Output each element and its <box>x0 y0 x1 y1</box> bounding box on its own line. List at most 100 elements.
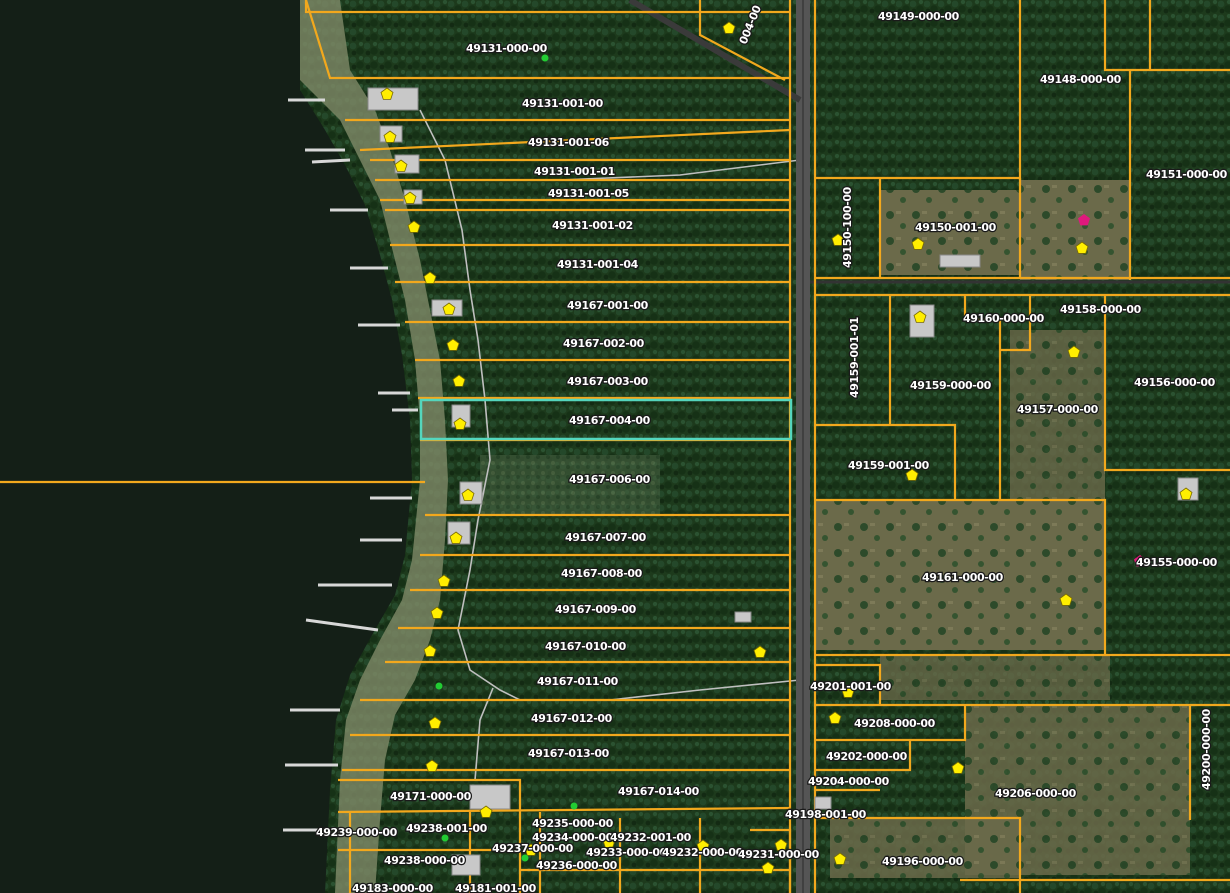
parcel-label: 49167-012-00 <box>531 712 613 725</box>
parcel-label: 49196-000-00 <box>882 855 964 868</box>
parcel-label: 49159-001-00 <box>848 459 930 472</box>
local-road <box>474 687 494 781</box>
building-marker-icon <box>911 237 925 250</box>
parcel-label: 49171-000-00 <box>390 790 472 803</box>
building-marker-icon <box>524 843 538 856</box>
building-marker-icon <box>449 531 463 544</box>
parcel-labels: 49131-000-00 49131-001-00 49131-001-06 4… <box>315 2 1230 893</box>
highlighted-parcel[interactable] <box>419 398 793 441</box>
parcel-label: 49204-000-00 <box>808 775 890 788</box>
parcel-label: 49131-001-02 <box>552 219 633 232</box>
building-marker-icon <box>403 191 417 204</box>
tree-marker-icon <box>441 834 449 842</box>
parcel-label: 49167-004-00 <box>569 414 651 427</box>
building-marker-icon <box>407 220 421 233</box>
parcel-label: 49231-000-00 <box>738 848 820 861</box>
building-marker-icon <box>479 805 493 818</box>
building-marker-icon <box>423 271 437 284</box>
tree-markers <box>435 54 578 862</box>
parcel-label: 49131-001-04 <box>557 258 639 271</box>
building-marker-icon <box>425 759 439 772</box>
parcel-label: 49155-000-00 <box>1136 556 1218 569</box>
building-marker-icon <box>722 21 736 34</box>
building-marker-icon <box>774 838 788 851</box>
parcel-label: 49198-001-00 <box>785 808 867 821</box>
building-marker-icon <box>753 645 767 658</box>
diagonal-road <box>628 0 802 103</box>
parcel-label: 49237-000-00 <box>492 842 574 855</box>
building-marker-icon <box>913 310 927 323</box>
building-marker-icon <box>423 644 437 657</box>
field-area <box>880 655 1110 700</box>
tree-marker-icon <box>435 682 443 690</box>
building-marker-icon <box>761 861 775 874</box>
parcel-label: 49131-001-05 <box>548 187 629 200</box>
parcel-label: 49167-014-00 <box>618 785 700 798</box>
parcel-label: 49200-000-00 <box>1200 708 1213 790</box>
parcel-label: 49208-000-00 <box>854 717 936 730</box>
docks <box>283 98 418 832</box>
marsh-area <box>480 455 660 515</box>
building-marker-icon <box>446 338 460 351</box>
parcel-label: 49131-000-00 <box>466 42 548 55</box>
parcel-label: 49161-000-00 <box>922 571 1004 584</box>
building-marker-icon <box>951 761 965 774</box>
parcel-label: 49167-007-00 <box>565 531 647 544</box>
parcel-label: 49131-001-06 <box>528 136 610 149</box>
parcel-label: 49157-000-00 <box>1017 403 1099 416</box>
building-marker-icon <box>452 374 466 387</box>
building-marker-icon <box>461 488 475 501</box>
building-marker-icon <box>394 159 408 172</box>
parcel-label: 49167-013-00 <box>528 747 610 760</box>
parcel-label: 49183-000-00 <box>352 882 434 893</box>
field-area <box>1020 180 1130 280</box>
parcel-label: 49150-001-00 <box>915 221 997 234</box>
field-area <box>830 818 1020 878</box>
field-area <box>815 500 1105 650</box>
building-markers <box>380 21 1193 874</box>
building-marker-icon <box>430 606 444 619</box>
building-marker-icon <box>1077 214 1090 226</box>
parcel-label: 49167-002-00 <box>563 337 645 350</box>
parcel-label: 49167-001-00 <box>567 299 649 312</box>
building-marker-icon <box>437 574 451 587</box>
parcel-label: 49167-008-00 <box>561 567 643 580</box>
building-marker-icon <box>1059 593 1073 606</box>
lake <box>0 0 412 893</box>
building-marker-icon <box>1067 345 1081 358</box>
building-marker-icon <box>841 685 855 698</box>
building-marker-icon <box>828 711 842 724</box>
shoreline <box>300 0 448 893</box>
parcel-label: 49148-000-00 <box>1040 73 1122 86</box>
parcel-label: 49206-000-00 <box>995 787 1077 800</box>
building-marker-icon <box>1179 487 1193 500</box>
building-marker-icon <box>696 839 710 852</box>
parcel-label: 49159-001-01 <box>848 317 861 398</box>
building-marker-icon <box>380 87 394 100</box>
parcel-label: 49167-011-00 <box>537 675 619 688</box>
building-marker-icon <box>1133 555 1146 567</box>
parcel-label: 49238-000-00 <box>384 854 466 867</box>
parcel-label: 49233-000-00 <box>586 846 668 859</box>
parcel-label: 49156-000-00 <box>1134 376 1216 389</box>
parcel-label: 49160-000-00 <box>963 312 1045 325</box>
parcel-label: 49150-100-00 <box>841 186 854 268</box>
building-marker-icon <box>383 130 397 143</box>
parcel-label: 49167-009-00 <box>555 603 637 616</box>
parcel-label: 49234-000-00 <box>532 831 614 844</box>
building-marker-icon <box>1075 241 1089 254</box>
parcel-label: 49202-000-00 <box>826 750 908 763</box>
building-marker-icon <box>442 302 456 315</box>
parcel-label: 49158-000-00 <box>1060 303 1142 316</box>
parcel-label: 49201-001-00 <box>810 680 892 693</box>
building-marker-icon <box>833 852 847 865</box>
parcel-label: 49232-001-00 <box>610 831 692 844</box>
parcel-label: 49167-006-00 <box>569 473 651 486</box>
building-marker-icon <box>602 835 616 848</box>
parcel-label: 49167-010-00 <box>545 640 627 653</box>
building-marker-icon <box>453 417 467 430</box>
building-marker-icon <box>831 233 845 246</box>
building-marker-icon <box>905 468 919 481</box>
